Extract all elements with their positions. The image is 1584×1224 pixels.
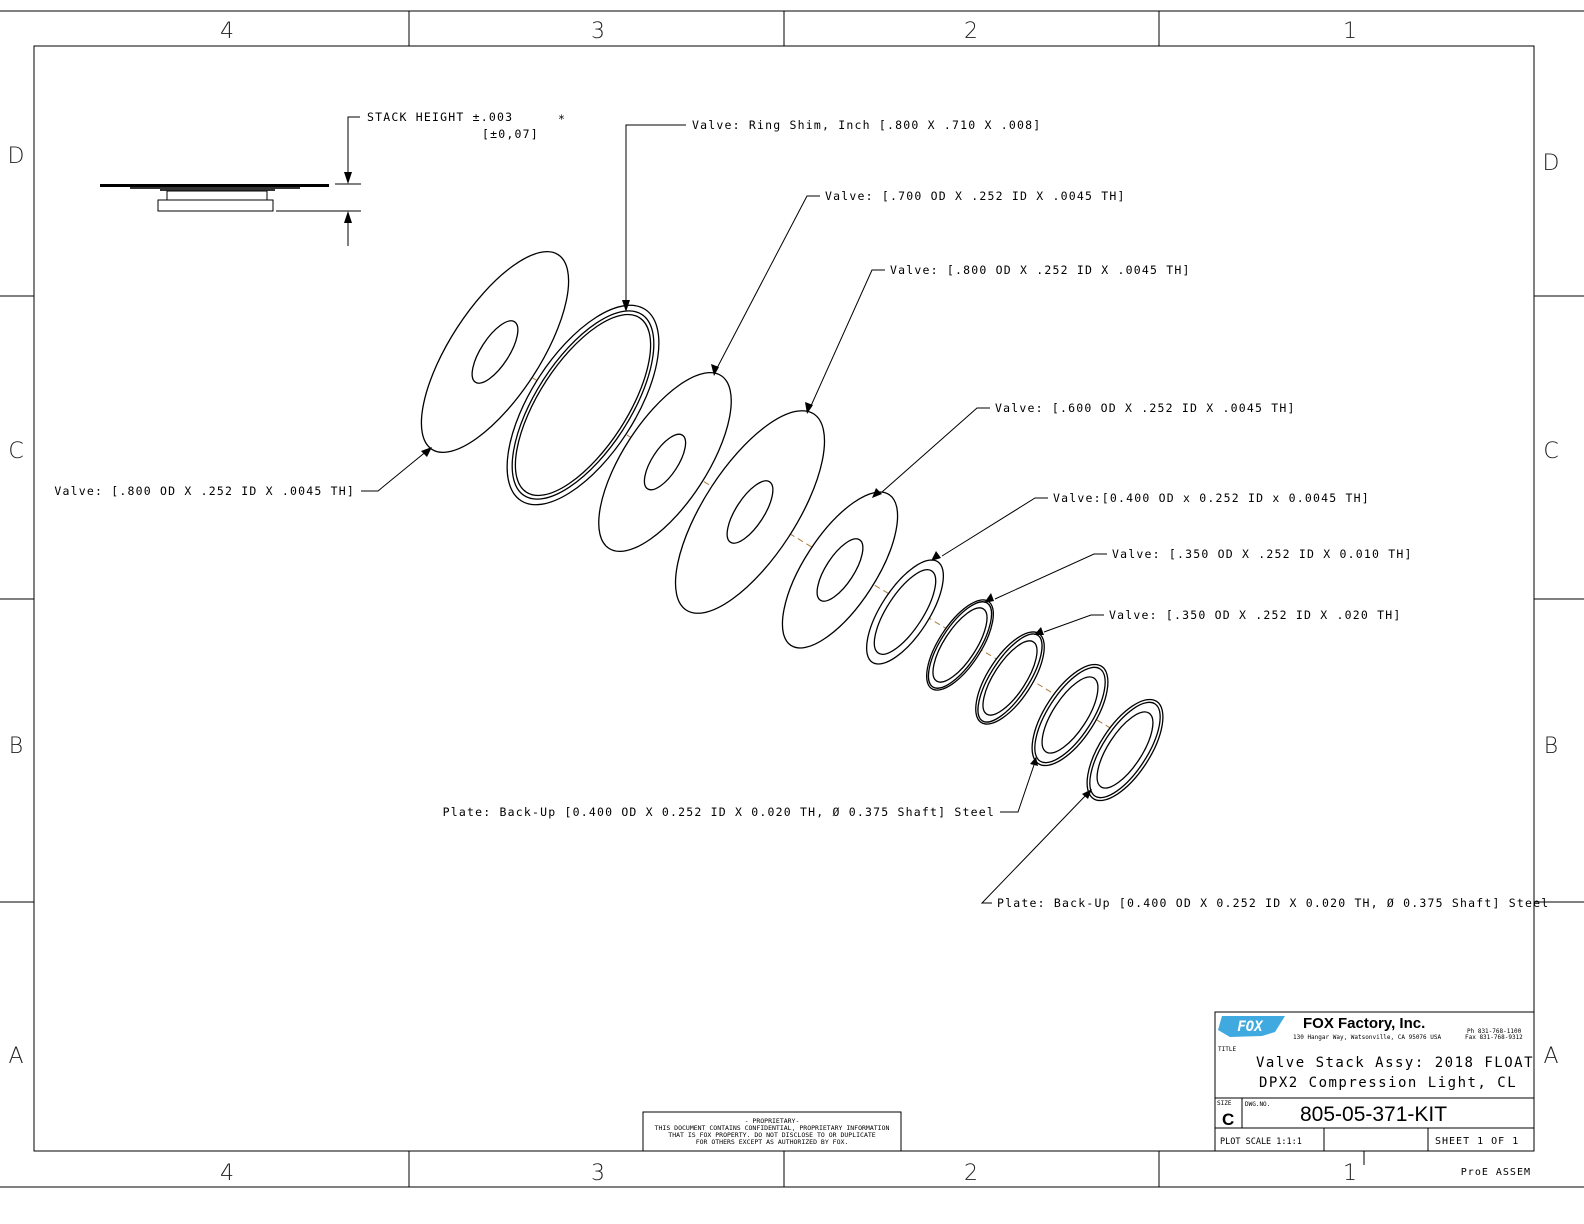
part-backup-plate-a	[1031, 663, 1109, 767]
fox-logo: FOX	[1218, 1016, 1285, 1037]
zone-row-d-left: D	[8, 144, 25, 169]
zone-col-2-top: 2	[964, 19, 978, 44]
dwg-no-label: DWG.NO.	[1245, 1101, 1270, 1108]
proprietary-heading: - PROPRIETARY-	[745, 1117, 800, 1125]
title-label: TITLE	[1218, 1046, 1236, 1053]
fox-logo-text: FOX	[1237, 1019, 1264, 1035]
title-block: FOX FOX Factory, Inc. 130 Hangar Way, Wa…	[1214, 1011, 1535, 1178]
zone-row-b-right: B	[1544, 734, 1558, 759]
callout-valve-350-010: Valve: [.350 OD X .252 ID X 0.010 TH]	[1112, 547, 1413, 561]
callout-valve-350-020: Valve: [.350 OD X .252 ID X .020 TH]	[1109, 608, 1401, 622]
software-label: ProE ASSEM	[1461, 1167, 1531, 1178]
zone-col-1-top: 1	[1343, 19, 1357, 44]
zone-col-4-top: 4	[220, 19, 234, 44]
stack-height-label: STACK HEIGHT ±.003	[367, 110, 513, 124]
title-line-2: DPX2 Compression Light, CL	[1259, 1075, 1517, 1091]
part-valve-350-010	[925, 599, 995, 691]
company-fax: Fax 831-768-9312	[1465, 1034, 1523, 1041]
proprietary-line: THAT IS FOX PROPERTY. DO NOT DISCLOSE TO…	[668, 1131, 875, 1139]
callout-valve-800-b: Valve: [.800 OD X .252 ID X .0045 TH]	[890, 263, 1191, 277]
zone-col-2-bottom: 2	[964, 1161, 978, 1186]
proprietary-line: FOR OTHERS EXCEPT AS AUTHORIZED BY FOX.	[696, 1138, 849, 1146]
part-valve-800-a	[420, 251, 570, 453]
size-label: SIZE	[1217, 1100, 1232, 1107]
part-valve-350-020	[975, 631, 1045, 725]
stack-height-note-mark: *	[558, 112, 566, 126]
exploded-parts	[420, 251, 1164, 802]
zone-row-c-left: C	[8, 439, 23, 464]
zone-row-a-left: A	[8, 1044, 23, 1069]
part-valve-800-b	[674, 410, 826, 614]
proprietary-line: THIS DOCUMENT CONTAINS CONFIDENTIAL, PRO…	[655, 1124, 890, 1132]
callout-ring-shim: Valve: Ring Shim, Inch [.800 X .710 X .0…	[692, 118, 1041, 132]
sheet-number: SHEET 1 OF 1	[1435, 1136, 1519, 1147]
callout-valve-400: Valve:[0.400 OD x 0.252 ID x 0.0045 TH]	[1053, 491, 1370, 505]
part-valve-600	[781, 491, 899, 649]
callout-valve-800-a: Valve: [.800 OD X .252 ID X .0045 TH]	[54, 484, 355, 498]
part-ring-shim	[506, 304, 660, 506]
zone-row-d-right: D	[1543, 151, 1560, 176]
size-value: C	[1222, 1110, 1234, 1129]
callout-valve-700: Valve: [.700 OD X .252 ID X .0045 TH]	[825, 189, 1126, 203]
callout-backup-plate-a: Plate: Back-Up [0.400 OD X 0.252 ID X 0.…	[443, 805, 995, 819]
stack-side-view: STACK HEIGHT ±.003 [±0,07] *	[100, 110, 566, 246]
title-line-1: Valve Stack Assy: 2018 FLOAT	[1256, 1055, 1534, 1071]
company-phone: Ph 831-768-1100	[1467, 1028, 1522, 1035]
callout-backup-plate-b: Plate: Back-Up [0.400 OD X 0.252 ID X 0.…	[997, 896, 1549, 910]
callout-labels: Valve: Ring Shim, Inch [.800 X .710 X .0…	[54, 118, 1549, 910]
company-address: 130 Hangar Way, Watsonville, CA 95076 US…	[1293, 1034, 1441, 1041]
zone-row-b-left: B	[9, 734, 23, 759]
zone-col-4-bottom: 4	[220, 1161, 234, 1186]
zone-col-3-bottom: 3	[591, 1161, 605, 1186]
leader-lines	[361, 124, 1107, 904]
plot-scale: PLOT SCALE 1:1:1	[1220, 1137, 1302, 1147]
proprietary-notice: - PROPRIETARY- THIS DOCUMENT CONTAINS CO…	[642, 1111, 902, 1152]
zone-row-a-right: A	[1543, 1044, 1558, 1069]
zone-row-c-right: C	[1543, 439, 1558, 464]
zone-col-3-top: 3	[591, 19, 605, 44]
zone-labels: 4 3 2 1 4 3 2 1 D C B A D C B A	[8, 19, 1560, 1186]
zone-col-1-bottom: 1	[1343, 1161, 1357, 1186]
part-valve-700	[598, 371, 732, 553]
part-valve-400	[865, 559, 945, 665]
part-backup-plate-b	[1086, 698, 1164, 802]
dwg-number: 805-05-371-KIT	[1300, 1103, 1447, 1126]
company-name: FOX Factory, Inc.	[1303, 1015, 1425, 1032]
callout-valve-600: Valve: [.600 OD X .252 ID X .0045 TH]	[995, 401, 1296, 415]
stack-height-metric: [±0,07]	[482, 127, 539, 141]
